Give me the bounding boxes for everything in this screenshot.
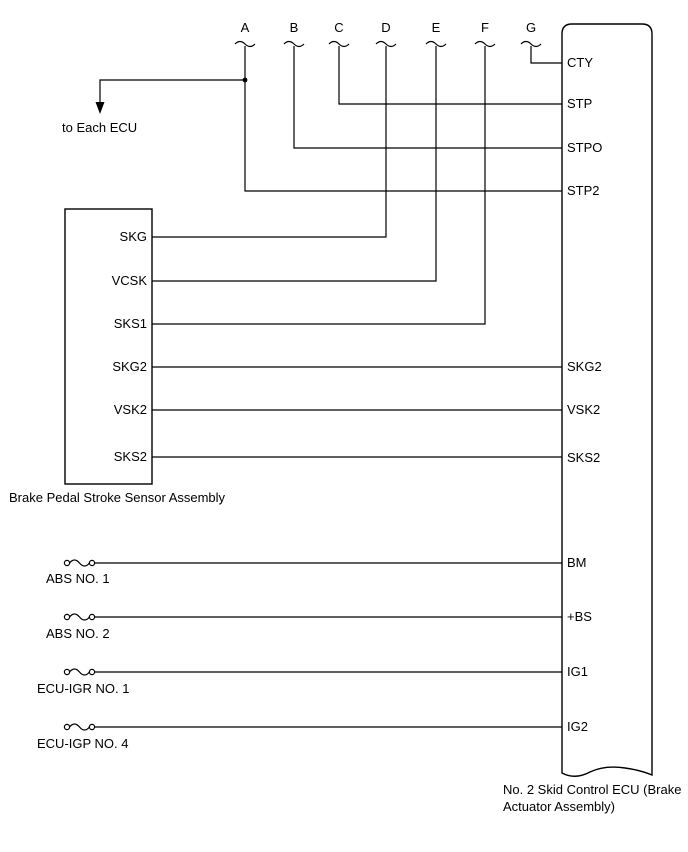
wire-d-skg <box>152 46 387 238</box>
ecu-title-line2: Actuator Assembly) <box>503 799 615 814</box>
ecu-pin-ig1: IG1 <box>567 664 588 679</box>
fuse-abs-no1: ABS NO. 1 <box>46 559 562 586</box>
ecu-title-line1: No. 2 Skid Control ECU (Brake <box>503 782 681 797</box>
fuse-icon <box>69 723 90 731</box>
fuse-icon-terminal-left <box>63 559 71 567</box>
fuse-icon-terminal-left <box>63 613 71 621</box>
connector-f-break <box>474 40 496 48</box>
sensor-pin-sks1: SKS1 <box>114 316 147 331</box>
fuse-abs-no2: ABS NO. 2 <box>46 613 562 641</box>
connector-c-break <box>328 40 350 48</box>
sensor-pin-sks2: SKS2 <box>114 449 147 464</box>
fuse-label-ecu-igr-no1: ECU-IGR NO. 1 <box>37 681 129 696</box>
wire-f-sks1 <box>152 46 486 325</box>
connector-a-break <box>234 40 256 48</box>
sensor-pin-skg: SKG <box>120 229 147 244</box>
fuse-label-abs-no1: ABS NO. 1 <box>46 571 110 586</box>
ecu-pin-stp2: STP2 <box>567 183 600 198</box>
fuse-ecu-igp-no4: ECU-IGP NO. 4 <box>37 723 562 751</box>
wire-c-stp <box>338 46 562 105</box>
connector-a-label: A <box>241 20 250 35</box>
connector-b-label: B <box>290 20 299 35</box>
ecu-pin-cty: CTY <box>567 55 593 70</box>
connector-c-label: C <box>334 20 343 35</box>
fuse-icon <box>69 559 90 567</box>
connector-g-break <box>520 40 542 48</box>
ecu-pin-bm: BM <box>567 555 587 570</box>
fuse-label-ecu-igp-no4: ECU-IGP NO. 4 <box>37 736 129 751</box>
ecu-pin-stpo: STPO <box>567 140 602 155</box>
sensor-pin-vcsk: VCSK <box>112 273 148 288</box>
connector-d-break <box>375 40 397 48</box>
fuse-icon-terminal-right <box>88 613 96 621</box>
ecu-pin-ig2: IG2 <box>567 719 588 734</box>
fuse-icon-terminal-left <box>63 668 71 676</box>
fuse-icon-terminal-left <box>63 723 71 731</box>
sensor-pin-vsk2: VSK2 <box>114 402 147 417</box>
fuse-ecu-igr-no1: ECU-IGR NO. 1 <box>37 668 562 696</box>
arrow-down-icon <box>95 102 105 114</box>
wire-e-vcsk <box>152 46 437 282</box>
sensor-block-outline <box>64 208 153 485</box>
ecu-pin-stp: STP <box>567 96 592 111</box>
fuse-icon-terminal-right <box>88 723 96 731</box>
ecu-pin-sks2: SKS2 <box>567 450 600 465</box>
ecu-pin-skg2: SKG2 <box>567 359 602 374</box>
wire-g-cty <box>530 46 562 64</box>
wire-to-each-ecu <box>99 79 245 104</box>
wire-a-stp2 <box>244 46 562 192</box>
fuse-icon <box>69 668 90 676</box>
to-each-ecu-label: to Each ECU <box>62 120 137 135</box>
wire-b-stpo <box>293 46 562 149</box>
connector-e-break <box>425 40 447 48</box>
connector-b-break <box>283 40 305 48</box>
fuse-icon <box>69 613 90 621</box>
connector-d-label: D <box>381 20 390 35</box>
fuse-label-abs-no2: ABS NO. 2 <box>46 626 110 641</box>
connector-g-label: G <box>526 20 536 35</box>
sensor-title: Brake Pedal Stroke Sensor Assembly <box>9 490 226 505</box>
fuse-icon-terminal-right <box>88 668 96 676</box>
connector-e-label: E <box>432 20 441 35</box>
ecu-pin-vsk2: VSK2 <box>567 402 600 417</box>
connector-f-label: F <box>481 20 489 35</box>
ecu-pin-bs: +BS <box>567 609 592 624</box>
sensor-pin-skg2: SKG2 <box>112 359 147 374</box>
ecu-block-outline <box>561 23 653 777</box>
fuse-icon-terminal-right <box>88 559 96 567</box>
